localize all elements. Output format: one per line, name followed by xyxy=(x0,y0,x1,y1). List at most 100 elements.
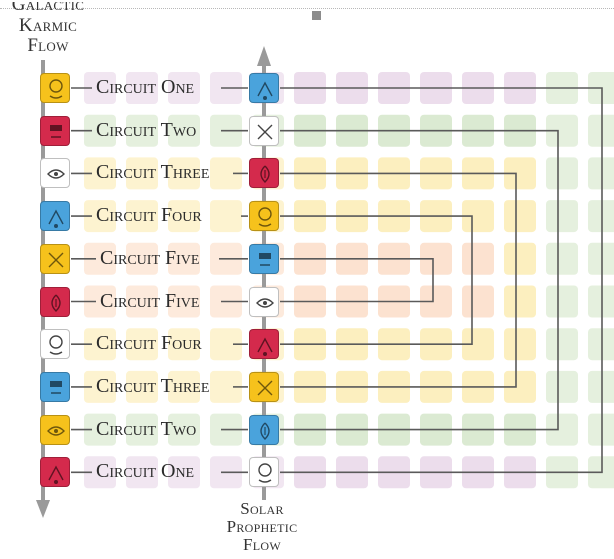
grid-cell xyxy=(126,456,158,489)
grid-cell xyxy=(588,114,614,147)
grid-cell xyxy=(210,328,242,361)
galactic-karmic-flow-caption: Galactic Karmic Flow xyxy=(8,2,88,56)
grid-cell xyxy=(168,413,200,446)
circuit-connector xyxy=(280,87,603,474)
grid-cell xyxy=(84,200,116,233)
grid-cell xyxy=(84,456,116,489)
grid-cell xyxy=(504,328,536,361)
circuit-label: Circuit One xyxy=(96,460,195,483)
caption-galactic: Galactic xyxy=(11,2,85,15)
grid-cell xyxy=(504,285,536,318)
white-cross-glyph-icon xyxy=(249,115,279,146)
yellow-face-glyph-icon xyxy=(40,73,70,103)
grid-cell xyxy=(504,200,536,233)
grid-cell xyxy=(84,413,116,446)
grid-cell xyxy=(126,242,158,275)
grid-cell xyxy=(168,157,200,190)
grid-cell xyxy=(168,370,200,403)
yellow-spiral-glyph-icon xyxy=(249,201,279,232)
grid-cell xyxy=(126,72,158,104)
white-mirror-glyph-icon xyxy=(40,329,70,360)
grid-cell xyxy=(588,200,614,233)
grid-cell xyxy=(462,200,494,233)
grid-cell xyxy=(126,370,158,403)
grid-cell xyxy=(84,72,116,104)
caption-solar: Solar xyxy=(240,499,284,518)
grid-cell xyxy=(546,328,578,361)
grid-cell xyxy=(462,328,494,361)
grid-cell xyxy=(588,242,614,275)
blue-night-glyph-icon xyxy=(249,414,279,445)
grid-cell xyxy=(504,242,536,275)
grid-cell xyxy=(84,114,116,147)
grid-cell xyxy=(420,285,452,318)
circuit-label: Circuit Two xyxy=(96,417,197,440)
grid-cell xyxy=(546,200,578,233)
circuit-label: Circuit Five xyxy=(100,289,200,312)
circuit-connector xyxy=(280,257,434,303)
blue-hand-glyph-icon xyxy=(40,201,70,232)
circuit-label: Circuit Four xyxy=(96,332,202,355)
grid-cell xyxy=(588,413,614,446)
red-bar-glyph-icon xyxy=(40,115,70,146)
grid-cell xyxy=(168,200,200,233)
red-moon-glyph-icon xyxy=(40,286,70,317)
grid-cell xyxy=(504,157,536,190)
white-dog-glyph-icon xyxy=(249,286,279,317)
grid-cell xyxy=(546,114,578,147)
grid-cell xyxy=(168,242,200,275)
grid-cell xyxy=(546,285,578,318)
blue-monkey-glyph-icon xyxy=(249,243,279,274)
top-square-marker xyxy=(312,11,321,20)
grid-cell xyxy=(168,72,200,104)
grid-cell xyxy=(168,114,200,147)
grid-cell xyxy=(210,200,242,233)
grid-cell xyxy=(210,370,242,403)
grid-cell xyxy=(546,242,578,275)
caption-flow-left: Flow xyxy=(27,35,69,56)
circuit-connector xyxy=(280,215,473,346)
red-dragon-glyph-icon xyxy=(40,457,70,488)
caption-karmic: Karmic xyxy=(18,15,78,36)
grid-cell xyxy=(588,328,614,361)
caption-flow-right: Flow xyxy=(243,535,281,554)
circuit-connector xyxy=(280,172,517,388)
circuit-label: Circuit Three xyxy=(96,374,210,397)
circuit-label: Circuit One xyxy=(96,76,195,98)
circuit-label: Circuit Two xyxy=(96,118,197,141)
grid-cell xyxy=(84,328,116,361)
solar-prophetic-flow-caption: Solar Prophetic Flow xyxy=(212,500,312,554)
red-seed-glyph-icon xyxy=(249,158,279,189)
grid-cell xyxy=(546,413,578,446)
grid-cell xyxy=(126,328,158,361)
grid-cell xyxy=(588,370,614,403)
grid-cell xyxy=(546,157,578,190)
yellow-sun-glyph-icon xyxy=(249,371,279,402)
blue-storm-glyph-icon xyxy=(40,371,70,402)
grid-cell xyxy=(588,285,614,318)
grid-cell xyxy=(126,285,158,318)
grid-cell xyxy=(126,114,158,147)
grid-cell xyxy=(126,157,158,190)
caption-prophetic: Prophetic xyxy=(226,517,298,536)
galactic-flow-arrowhead xyxy=(36,500,50,518)
grid-cell xyxy=(84,370,116,403)
grid-cell xyxy=(588,157,614,190)
grid-cell xyxy=(84,242,116,275)
solar-flow-arrowhead xyxy=(257,46,271,66)
grid-cell xyxy=(504,370,536,403)
grid-cell xyxy=(126,200,158,233)
grid-cell xyxy=(420,242,452,275)
grid-cell xyxy=(84,157,116,190)
circuit-label: Circuit Five xyxy=(100,246,200,269)
blue-eye-glyph-icon xyxy=(249,73,279,103)
grid-cell xyxy=(126,413,158,446)
grid-cell xyxy=(210,157,242,190)
white-wind-glyph-icon xyxy=(249,457,279,488)
circuit-label: Circuit Four xyxy=(96,204,202,227)
grid-cell xyxy=(168,285,200,318)
yellow-star-glyph-icon xyxy=(40,243,70,274)
white-eye-glyph-icon xyxy=(40,158,70,189)
yellow-warrior-glyph-icon xyxy=(40,414,70,445)
